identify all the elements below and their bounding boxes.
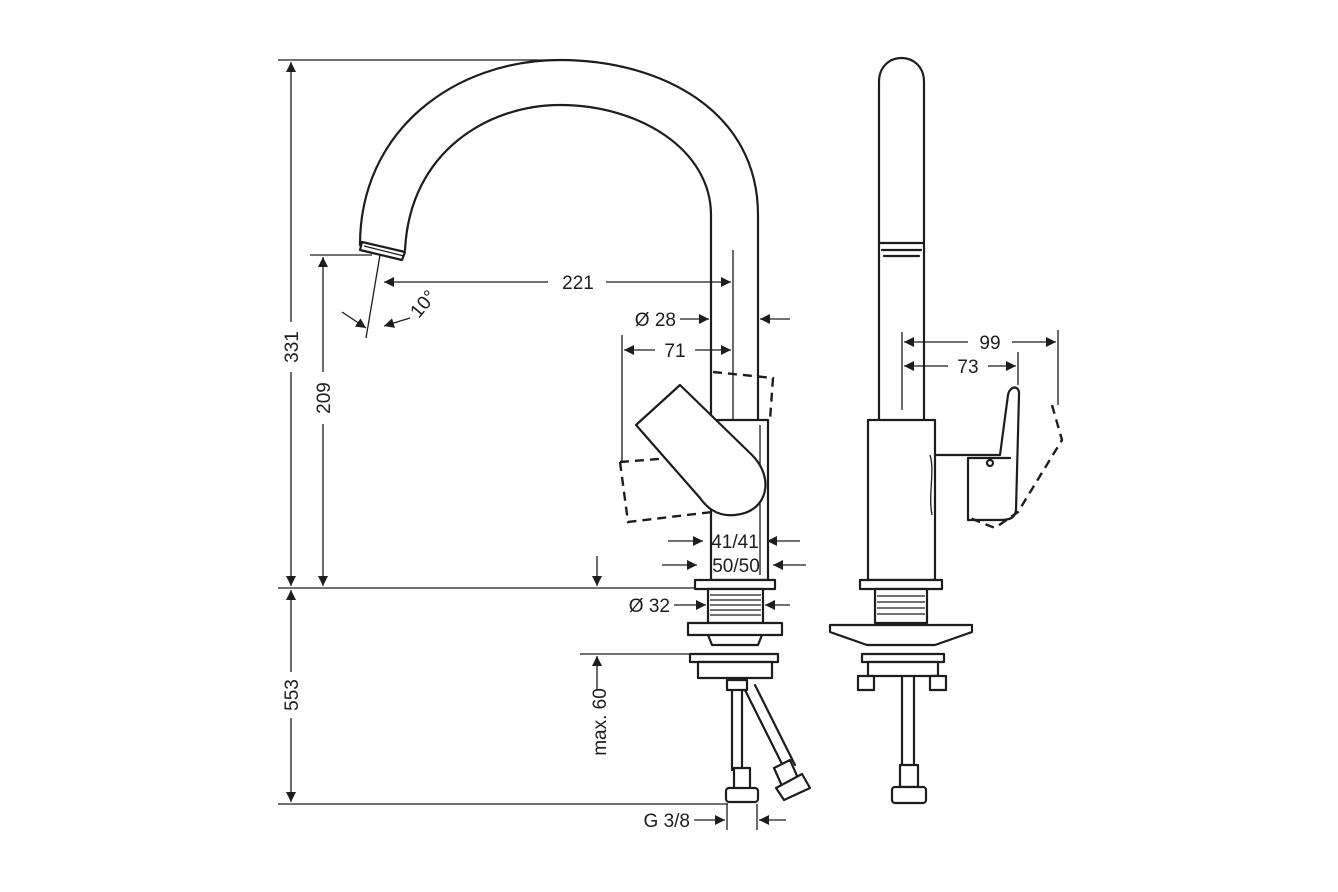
hose-straight [730,678,744,772]
side-handle-dashed [969,404,1064,530]
dim-max-deck-thickness: max. 60 [590,688,611,756]
front-view [358,58,812,804]
dim-shank-diameter: Ø 32 [629,596,670,617]
base-flange [693,578,777,591]
hose-nut-left [732,766,752,792]
dim-total-height: 331 [282,331,303,363]
mounting-plate [686,621,784,637]
dim-connection-thread: G 3/8 [644,811,690,832]
spout-inner-edge [403,103,713,422]
threaded-shank [706,587,765,625]
side-body [866,418,937,582]
dim-handle-reach: 71 [664,341,685,362]
spout-outer-edge [358,58,760,422]
dim-side-reach-inner: 73 [957,357,978,378]
side-spout [877,57,926,422]
dim-side-reach-outer: 99 [979,333,1000,354]
dim-body-width-lower: 50/50 [712,556,760,577]
extension-lines [278,59,1059,830]
side-handle [933,386,1021,522]
dim-below-deck: 553 [282,679,303,711]
mixer-handle [634,383,767,517]
dim-spout-height: 209 [314,382,335,414]
hose-angled [743,683,797,772]
dim-body-width-upper: 41/41 [711,532,759,553]
side-view [828,57,1064,805]
aerator [358,240,407,262]
handle-dashed-outline [712,370,775,421]
dim-spout-reach: 221 [562,273,594,294]
dim-spout-diameter: Ø 28 [635,310,676,331]
dim-spout-angle: 10° [407,287,442,323]
